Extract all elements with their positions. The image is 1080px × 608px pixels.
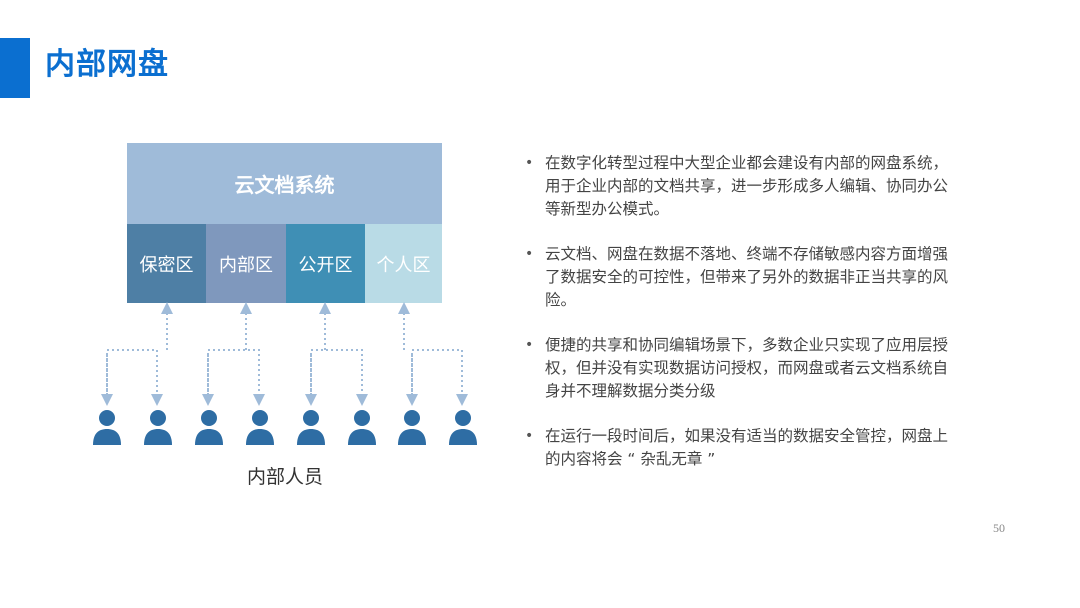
person-icon	[193, 408, 225, 445]
bullet-item: •在运行一段时间后，如果没有适当的数据安全管控，网盘上的内容将会 “ 杂乱无章 …	[525, 427, 949, 468]
person-icon	[244, 408, 276, 445]
slide-title: 内部网盘	[45, 47, 169, 82]
bullet-item: •在数字化转型过程中大型企业都会建设有内部的网盘系统，用于企业内部的文档共享，进…	[525, 154, 949, 218]
page-number: 50	[993, 521, 1005, 535]
bullet-dot-icon: •	[525, 337, 534, 353]
person-icon	[142, 408, 174, 445]
staff-label: 内部人员	[246, 466, 323, 488]
zone-confidential: 保密区	[127, 224, 206, 303]
person-icon	[91, 408, 123, 445]
bullet-list: •在数字化转型过程中大型企业都会建设有内部的网盘系统，用于企业内部的文档共享，进…	[520, 152, 950, 493]
bullet-dot-icon: •	[525, 246, 534, 262]
cloud-doc-system-box: 云文档系统	[127, 143, 442, 224]
title-accent-bar	[0, 38, 30, 98]
person-icon	[346, 408, 378, 445]
bullet-item: •便捷的共享和协同编辑场景下，多数企业只实现了应用层授权，但并没有实现数据访问授…	[525, 336, 949, 400]
zone-public: 公开区	[286, 224, 365, 303]
bullet-dot-icon: •	[525, 155, 534, 171]
zone-internal: 内部区	[206, 224, 286, 303]
person-icon	[396, 408, 428, 445]
person-icon	[447, 408, 479, 445]
person-icon	[295, 408, 327, 445]
bullet-item: •云文档、网盘在数据不落地、终端不存储敏感内容方面增强了数据安全的可控性，但带来…	[525, 245, 949, 309]
zone-personal: 个人区	[365, 224, 442, 303]
bullet-dot-icon: •	[525, 428, 534, 444]
